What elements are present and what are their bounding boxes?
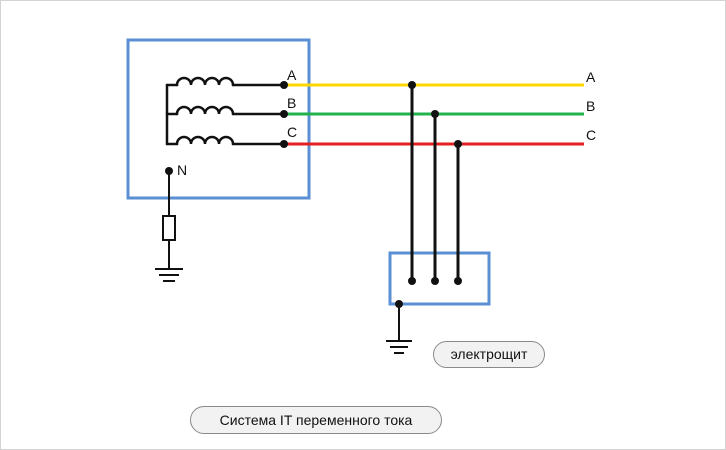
terminal-a <box>280 81 288 89</box>
line-label-a: A <box>586 69 596 85</box>
panel-ground-point <box>395 300 403 308</box>
generator-windings <box>165 76 286 146</box>
gen-label-a: A <box>287 67 297 83</box>
panel-terminal-b <box>431 277 439 285</box>
line-label-b: B <box>586 98 595 114</box>
gen-label-b: B <box>287 95 296 111</box>
panel-grounding <box>386 304 412 354</box>
terminal-c <box>280 140 288 148</box>
neutral-label: N <box>177 162 187 178</box>
generator-box <box>126 38 311 200</box>
panel-terminal-a <box>408 277 416 285</box>
tap-dot-c <box>454 140 462 148</box>
panel-label: электрощит <box>433 341 545 368</box>
terminal-b <box>280 110 288 118</box>
panel-box <box>388 251 491 306</box>
gen-label-c: C <box>287 124 297 140</box>
tap-dot-b <box>431 110 439 118</box>
tap-dot-a <box>408 81 416 89</box>
diagram-caption: Система IT переменного тока <box>190 406 442 434</box>
drop-wires <box>410 85 460 281</box>
line-label-c: C <box>586 127 596 143</box>
neutral-point <box>165 167 173 175</box>
panel-terminal-c <box>454 277 462 285</box>
neutral-grounding <box>155 171 183 282</box>
